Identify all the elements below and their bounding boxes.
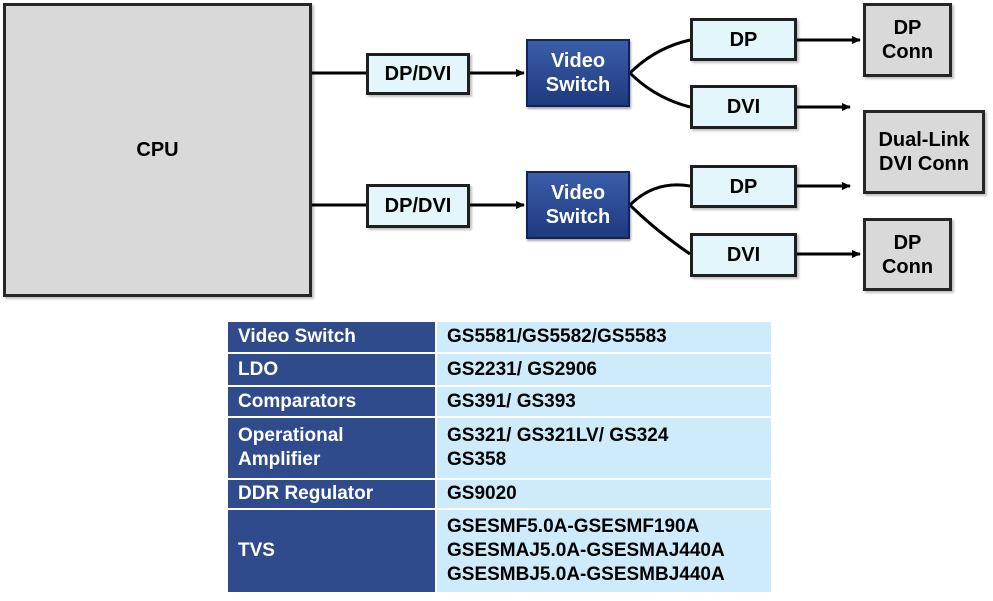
table-row: Video Switch GS5581/GS5582/GS5583: [228, 322, 771, 354]
dp-block-1: DP: [690, 18, 797, 61]
dp-label-1: DP: [729, 28, 758, 51]
dp-conn-line1-2: DP: [893, 231, 922, 254]
dual-link-dvi-conn-block: Dual-Link DVI Conn: [863, 110, 985, 194]
dp-label-2: DP: [729, 175, 758, 198]
row-label: TVS: [228, 510, 437, 594]
wire-switch-dvi-1: [628, 71, 691, 109]
dpdvi-block-1: DP/DVI: [366, 53, 470, 95]
video-switch-line1-2: Video: [550, 182, 606, 204]
row-value-line: GSESMF5.0A-GSESMF190A: [447, 516, 700, 538]
dual-link-line2: DVI Conn: [879, 153, 969, 175]
row-value: GS2231/ GS2906: [437, 354, 771, 387]
dvi-label-2: DVI: [726, 244, 761, 266]
table-row: Operational Amplifier GS321/ GS321LV/ GS…: [228, 418, 771, 480]
table-row: Comparators GS391/ GS393: [228, 387, 771, 418]
parts-table: Video Switch GS5581/GS5582/GS5583 LDO GS…: [228, 322, 771, 594]
dpdvi-label-2: DP/DVI: [384, 195, 452, 217]
video-switch-line1-1: Video: [550, 50, 606, 72]
row-value-line: GS321/ GS321LV/ GS324: [447, 425, 669, 447]
dpdvi-label-1: DP/DVI: [384, 63, 452, 85]
row-value: GS5581/GS5582/GS5583: [437, 322, 771, 354]
dp-block-2: DP: [690, 165, 797, 208]
video-switch-block-2: Video Switch: [526, 171, 630, 239]
row-label: LDO: [228, 354, 437, 387]
table-row: DDR Regulator GS9020: [228, 480, 771, 510]
dvi-block-1: DVI: [690, 85, 797, 129]
row-value: GS9020: [437, 480, 771, 510]
row-value: GS321/ GS321LV/ GS324 GS358: [437, 418, 771, 480]
wire-switch-dp-2: [628, 183, 691, 207]
table-row: LDO GS2231/ GS2906: [228, 354, 771, 387]
dvi-label-1: DVI: [726, 96, 761, 118]
dp-conn-block-2: DP Conn: [863, 218, 952, 291]
row-label-line: Operational: [238, 425, 344, 447]
row-value-line: GS358: [447, 449, 507, 470]
dual-link-line1: Dual-Link: [878, 129, 970, 151]
row-value: GSESMF5.0A-GSESMF190A GSESMAJ5.0A-GSESMA…: [437, 510, 771, 594]
dp-conn-line2-1: Conn: [881, 41, 934, 63]
row-value-line: GSESMAJ5.0A-GSESMAJ440A: [447, 540, 725, 562]
row-label: Comparators: [228, 387, 437, 418]
dpdvi-block-2: DP/DVI: [366, 184, 470, 228]
dvi-block-2: DVI: [690, 233, 797, 277]
row-value: GS391/ GS393: [437, 387, 771, 418]
dp-conn-line2-2: Conn: [881, 255, 934, 278]
wire-switch-dp-1: [628, 38, 691, 75]
video-switch-line2-1: Switch: [545, 74, 611, 96]
row-label: Operational Amplifier: [228, 418, 437, 480]
video-switch-line2-2: Switch: [545, 206, 611, 228]
row-label: Video Switch: [228, 322, 437, 354]
row-label: DDR Regulator: [228, 480, 437, 510]
dp-conn-block-1: DP Conn: [863, 3, 952, 77]
dp-conn-line1-1: DP: [893, 17, 922, 39]
row-value-line: GSESMBJ5.0A-GSESMBJ440A: [447, 563, 725, 585]
cpu-label: CPU: [136, 139, 179, 161]
cpu-block: CPU: [3, 3, 312, 297]
row-label-line: Amplifier: [238, 449, 321, 470]
wire-switch-dvi-2: [628, 203, 691, 256]
video-switch-block-1: Video Switch: [526, 39, 630, 107]
table-row: TVS GSESMF5.0A-GSESMF190A GSESMAJ5.0A-GS…: [228, 510, 771, 594]
